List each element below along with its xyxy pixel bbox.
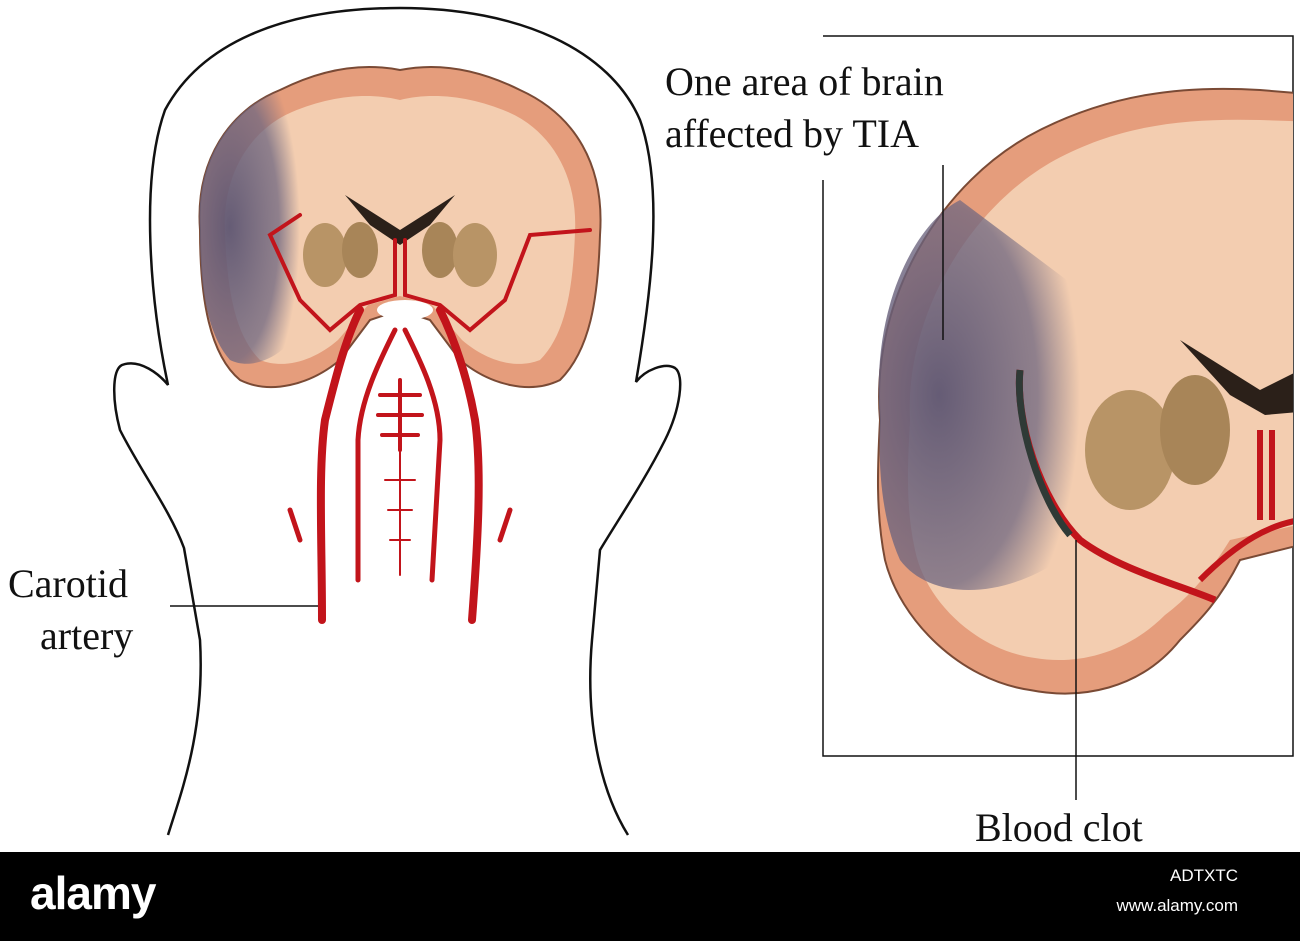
diagram-canvas: Carotid artery One area of brain affecte… — [8, 6, 1294, 850]
affected-label-line2: affected by TIA — [665, 111, 919, 156]
zoom-frame — [822, 35, 1294, 757]
footer-bar: alamy ADTXTC www.alamy.com — [0, 852, 1300, 941]
affected-label-line1: One area of brain — [665, 59, 944, 104]
carotid-label-line1: Carotid — [8, 561, 128, 606]
head-outline — [112, 6, 682, 836]
carotid-arteries — [267, 213, 592, 624]
carotid-label-line2: artery — [40, 613, 134, 658]
brand-logo[interactable]: alamy — [30, 867, 156, 919]
brain-coronal-section — [198, 65, 602, 388]
site-url-link[interactable]: www.alamy.com — [1116, 896, 1238, 915]
blood-clot-label: Blood clot — [975, 805, 1143, 850]
tia-illustration — [112, 6, 1294, 836]
brain-detail — [876, 87, 1293, 695]
image-id-text: ADTXTC — [1170, 866, 1238, 885]
